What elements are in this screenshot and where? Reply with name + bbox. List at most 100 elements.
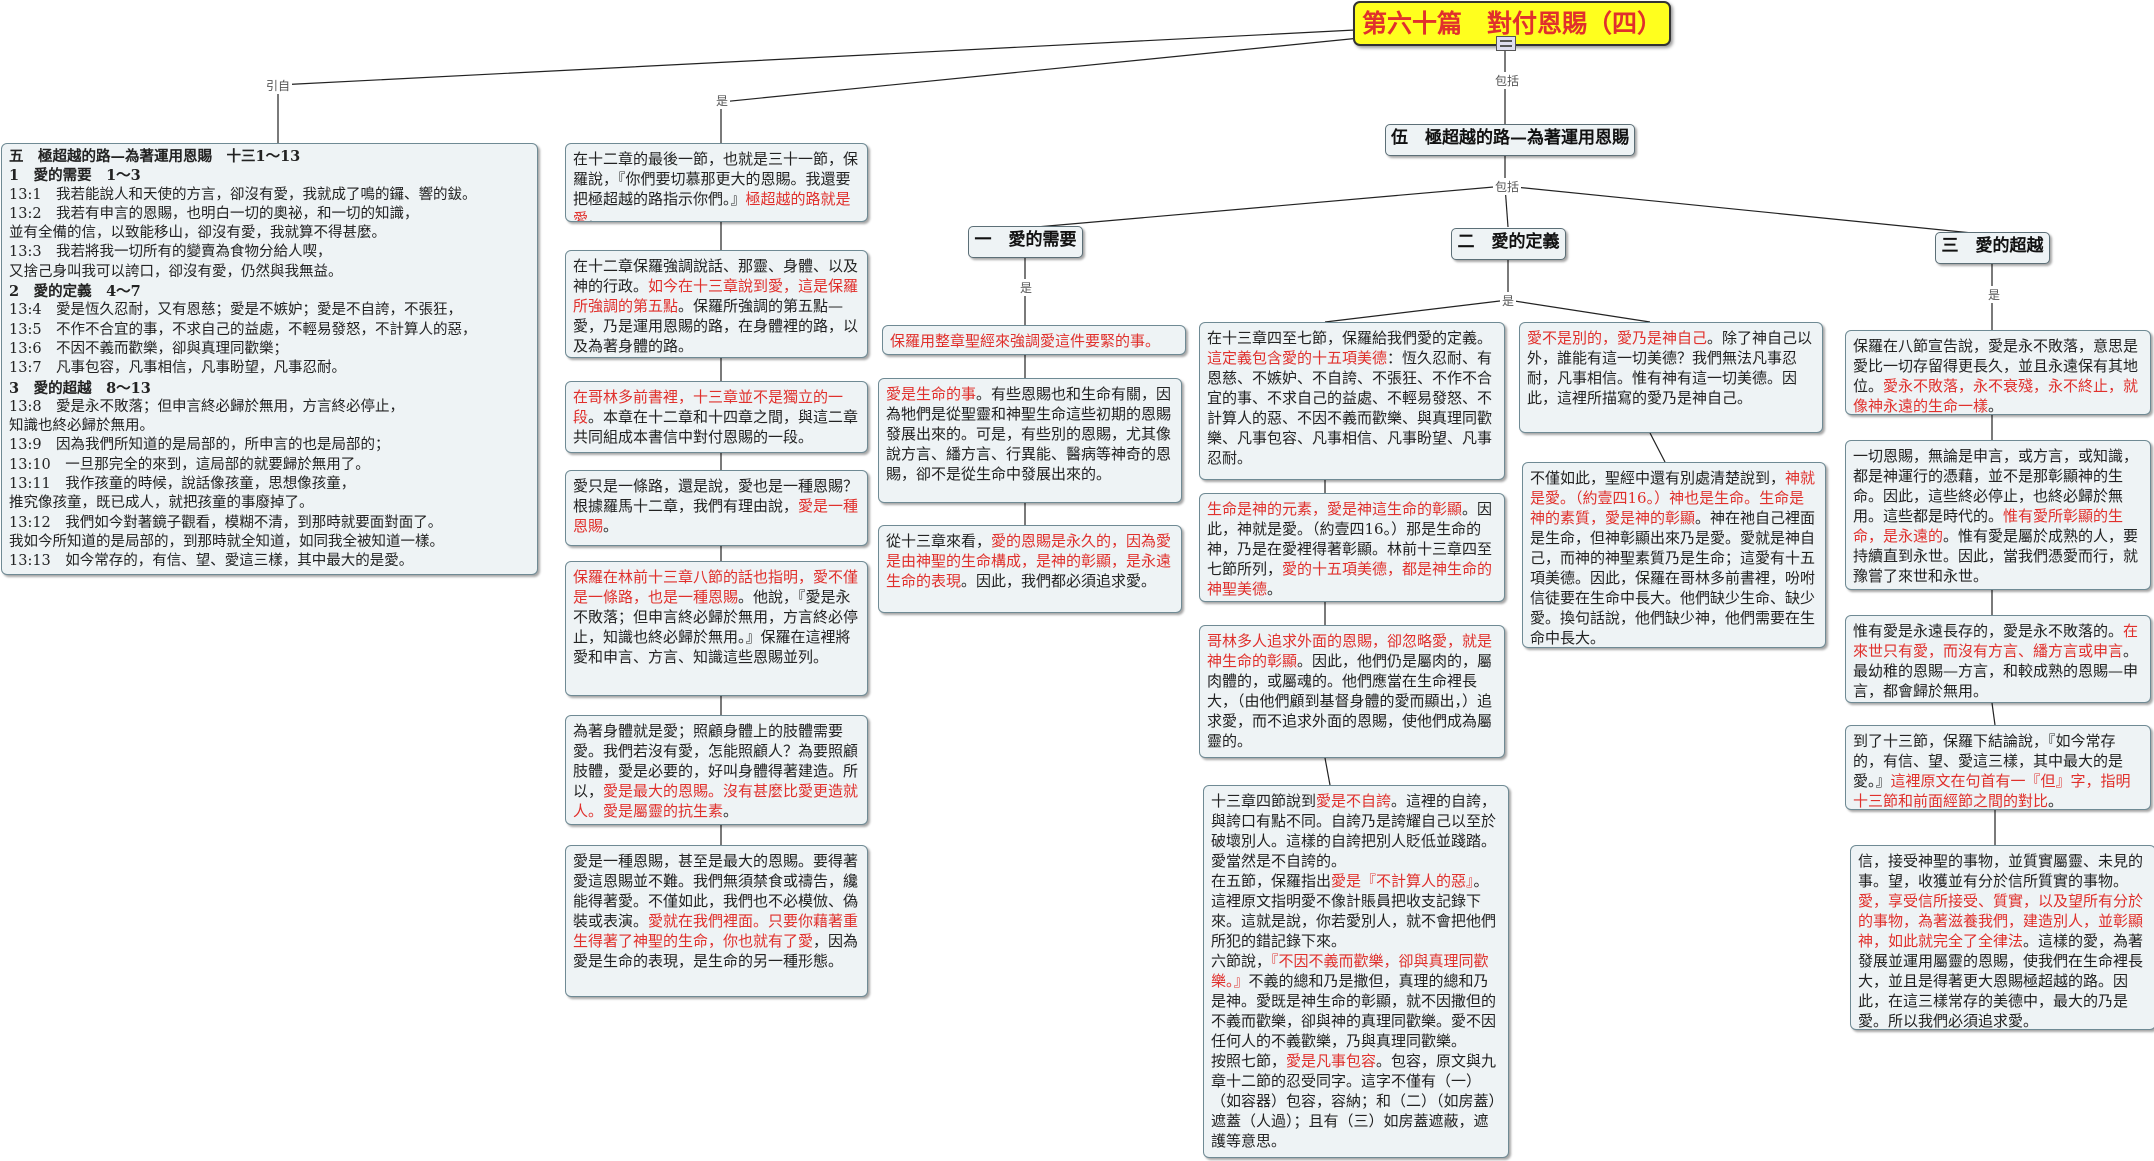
note-col6-2[interactable]: 一切恩賜，無論是申言，或方言，或知識，都是神運行的憑藉，並不是那彰顯神的生命。因… <box>1845 440 2151 590</box>
note-col2-3[interactable]: 在哥林多前書裡，十三章並不是獨立的一段。本章在十二章和十四章之間，與這二章共同組… <box>565 381 868 453</box>
scripture-line: 13:4 愛是恆久忍耐，又有恩慈；愛是不嫉妒；愛是不自誇，不張狂， <box>9 302 463 319</box>
scripture-line: 13:10 一旦那完全的來到，這局部的就要歸於無用了。 <box>9 456 370 473</box>
scripture-line: 13:7 凡事包容，凡事相信，凡事盼望，凡事忍耐。 <box>9 360 347 377</box>
label-shi-col2: 是 <box>714 92 731 109</box>
body-text: 按照七節， <box>1211 1052 1287 1070</box>
label-shi-sub2: 是 <box>1500 292 1517 309</box>
body-text: 。 <box>588 210 604 222</box>
highlight-text: 生命是神的元素，愛是神這生命的彰顯 <box>1207 500 1463 518</box>
scripture-heading: 2 愛的定義 4～7 <box>9 283 141 301</box>
highlight-text: 保羅用整章聖經來強調愛這件要緊的事。 <box>890 332 1161 350</box>
body-text: 保羅在八節宣告說，愛是永不敗落，意思是愛比一切存留得更長久，並且永遠保有其地位。 <box>1853 337 2139 395</box>
body-text: 。保羅所強調的第五點—愛，乃是運用恩賜的路，在身體裡的路，以及為著身體的路。 <box>573 297 859 355</box>
note-col4-4[interactable]: 十三章四節說到愛是不自誇。這裡的自誇，與誇口有點不同。自誇乃是誇耀自己以至於破壞… <box>1203 785 1509 1158</box>
body-text: 信，接受神聖的事物，並質實屬靈、未見的事。望，收獲並有分於信所質實的事物。 <box>1858 852 2144 890</box>
note-col4-1[interactable]: 在十三章四至七節，保羅給我們愛的定義。這定義包含愛的十五項美德：恆久忍耐、有恩慈… <box>1199 322 1505 480</box>
body-text: 。本章在十二章和十四章之間，與這二章共同組成本書信中對付恩賜的一段。 <box>573 408 859 446</box>
scripture-line: 13:11 我作孩童的時候，說話像孩童，思想像孩童， <box>9 476 356 493</box>
note-col5-2[interactable]: 不僅如此，聖經中還有別處清楚說到，神就是愛。（約壹四16。）神也是生命。生命是神… <box>1522 462 1826 648</box>
scripture-line: 13:2 我若有申言的恩賜，也明白一切的奧祕，和一切的知識， <box>9 205 419 222</box>
sub1-title[interactable]: 一 愛的需要 <box>968 226 1083 258</box>
scripture-line: 並有全備的信，以致能移山，卻沒有愛，我就算不得甚麼。 <box>9 225 386 242</box>
note-col6-3[interactable]: 惟有愛是永遠長存的，愛是永不敗落的。在來世只有愛，而沒有方言、繙方言或申言。最幼… <box>1845 615 2151 703</box>
body-text: 惟有愛是永遠長存的，愛是永不敗落的。 <box>1853 622 2124 640</box>
note-col2-5[interactable]: 保羅在林前十三章八節的話也指明，愛不僅是一條路，也是一種恩賜。他說，『愛是永不敗… <box>565 561 868 696</box>
note-col4-2[interactable]: 生命是神的元素，愛是神這生命的彰顯。因此，神就是愛。（約壹四16。）那是生命的神… <box>1199 493 1505 602</box>
scripture-heading: 五 極超越的路—為著運用恩賜 十三1～13 <box>9 148 301 165</box>
highlight-text: 惟有愛所彰顯的生命，是永遠的 <box>1853 507 2124 545</box>
note-col3-1[interactable]: 保羅用整章聖經來強調愛這件要緊的事。 <box>882 325 1186 355</box>
highlight-text: 如今在十三章說到愛，這是保羅所強調的第五點 <box>573 277 859 315</box>
note-col4-3[interactable]: 哥林多人追求外面的恩賜，卻忽略愛，就是神生命的彰顯。因此，他們仍是屬肉的，屬肉體… <box>1199 625 1505 758</box>
body-text: 。這裡原文指明愛不像計賬員把收支記錄下來。這就是說，你若愛別人，就不會把他們所犯… <box>1211 872 1497 950</box>
body-text: 。除了神自己以外，誰能有這一切美德？我們無法凡事忍耐，凡事相信。惟有神有這一切美… <box>1527 329 1813 407</box>
highlight-text: 愛就在我們裡面。只要你藉著重生得著了神聖的生命，你也就有了愛 <box>573 912 859 950</box>
scripture-line: 知識也終必歸於無用。 <box>9 418 154 435</box>
highlight-text: 愛的十五項美德，都是神生命的神聖美德 <box>1207 560 1493 598</box>
scripture-line: 推究像孩童，既已成人，就把孩童的事廢掉了。 <box>9 495 314 512</box>
body-text: 一切恩賜，無論是申言，或方言，或知識，都是神運行的憑藉，並不是那彰顯神的生命。因… <box>1853 447 2139 525</box>
note-col3-3[interactable]: 從十三章來看，愛的恩賜是永久的，因為愛是由神聖的生命構成，是神的彰顯，是永遠生命… <box>878 525 1182 613</box>
sub3-title[interactable]: 三 愛的超越 <box>1935 232 2050 264</box>
scripture-line: 我如今所知道的是局部的，到那時就全知道，如同我全被知道一樣。 <box>9 533 444 550</box>
highlight-text: 這定義包含愛的十五項美德 <box>1207 349 1388 367</box>
branch5-title[interactable]: 伍 極超越的路—為著運用恩賜 <box>1385 124 1635 156</box>
body-text: 。這裡的自誇，與誇口有點不同。自誇乃是誇耀自己以至於破壞別人。這樣的自誇把別人貶… <box>1211 792 1497 870</box>
body-text: 。因此，神就是愛。（約壹四16。）那是生命的神，乃是在愛裡得著彰顯。林前十三章四… <box>1207 500 1493 578</box>
label-shi-sub1: 是 <box>1018 279 1035 296</box>
body-text: 在十三章四至七節，保羅給我們愛的定義。 <box>1207 329 1493 347</box>
label-baokuo-branch5: 包括 <box>1493 178 1522 195</box>
highlight-text: 愛是凡事包容 <box>1286 1052 1377 1070</box>
scripture-line: 13:12 我們如今對著鏡子觀看，模糊不清，到那時就要面對面了。 <box>9 514 443 531</box>
body-text: 不義的總和乃是撒但，真理的總和乃是神。愛既是神生命的彰顯，就不因撒但的不義而歡樂… <box>1211 972 1497 1050</box>
note-col5-1[interactable]: 愛不是別的，愛乃是神自己。除了神自己以外，誰能有這一切美德？我們無法凡事忍耐，凡… <box>1519 322 1823 433</box>
scripture-line: 13:1 我若能說人和天使的方言，卻沒有愛，我就成了鳴的鑼、響的鈸。 <box>9 186 477 203</box>
note-col2-2[interactable]: 在十二章保羅強調說話、那靈、身體、以及神的行政。如今在十三章說到愛，這是保羅所強… <box>565 250 868 358</box>
scripture-heading: 1 愛的需要 1～3 <box>9 167 141 185</box>
highlight-text: 愛永不敗落，永不衰殘，永不終止，就像神永遠的生命一樣 <box>1853 377 2139 415</box>
highlight-text: 愛的恩賜是永久的，因為愛是由神聖的生命構成，是神的彰顯，是永遠生命的表現 <box>886 532 1172 590</box>
sub2-title[interactable]: 二 愛的定義 <box>1451 228 1566 260</box>
note-col2-7[interactable]: 愛是一種恩賜，甚至是最大的恩賜。要得著愛這恩賜並不難。我們無須禁食或禱告，纔能得… <box>565 845 868 997</box>
body-text: 六節說， <box>1211 952 1272 970</box>
scripture-line: 13:5 不作不合宜的事，不求自己的益處，不輕易發怒，不計算人的惡， <box>9 321 477 338</box>
note-col6-4[interactable]: 到了十三節，保羅下結論說，『如今常存的，有信、望、愛這三樣，其中最大的是愛。』這… <box>1845 725 2151 810</box>
highlight-text: 神就是愛。（約壹四16。）神也是生命。生命是神的素質，愛是神的彰顯 <box>1530 469 1816 527</box>
note-col2-6[interactable]: 為著身體就是愛；照顧身體上的肢體需要愛。我們若沒有愛，怎能照顧人？為要照顧肢體，… <box>565 715 868 825</box>
root-title[interactable]: 第六十篇 對付恩賜（四） <box>1353 1 1671 46</box>
highlight-text: 這裡原文在句首有一『但』字，指明十三節和前面經節之間的對比 <box>1853 772 2131 810</box>
scripture-line: 13:8 愛是永不敗落；但申言終必歸於無用，方言終必停止， <box>9 398 405 415</box>
label-baokuo-root: 包括 <box>1493 72 1522 89</box>
scripture-line: 又捨己身叫我可以誇口，卻沒有愛，仍然與我無益。 <box>9 263 343 280</box>
body-text: 從十三章來看， <box>886 532 992 550</box>
connector-root-col2 <box>720 37 1361 143</box>
scripture-line: 13:3 我若將我一切所有的變賣為食物分給人喫， <box>9 244 332 261</box>
highlight-text: 愛是不自誇 <box>1316 792 1392 810</box>
label-shi-sub3: 是 <box>1986 286 2003 303</box>
body-text: 。 <box>723 802 739 820</box>
note-col3-2[interactable]: 愛是生命的事。有些恩賜也和生命有關，因為牠們是從聖靈和神聖生命這些初期的恩賜發展… <box>878 378 1182 503</box>
body-text: 。神在祂自己裡面是生命，但神彰顯出來乃是愛。愛就是神自己，而神的神聖素質乃是生命… <box>1530 509 1816 647</box>
body-text: 。他說，『愛是永不敗落；但申言終必歸於無用，方言終必停止，知識也終必歸於無用。』… <box>573 588 859 666</box>
body-text: 不僅如此，聖經中還有別處清楚說到， <box>1530 469 1786 487</box>
body-text: 。 <box>2048 792 2064 810</box>
notes-icon[interactable] <box>1496 36 1516 51</box>
highlight-text: 愛是『不計算人的惡』 <box>1331 872 1474 890</box>
highlight-text: 愛是最大的恩賜。沒有甚麼比愛更造就人。愛是屬靈的抗生素 <box>573 782 859 820</box>
highlight-text: 愛不是別的，愛乃是神自己 <box>1527 329 1708 347</box>
highlight-text: 保羅在林前十三章八節的話也指明，愛不僅是一條路，也是一種恩賜 <box>573 568 859 606</box>
body-text: 。這樣的愛，為著發展並運用屬靈的恩賜，使我們在生命裡長大，並且是得著更大恩賜極超… <box>1858 932 2144 1030</box>
highlight-text: 極超越的路就是愛 <box>573 190 851 222</box>
body-text: 為著身體就是愛；照顧身體上的肢體需要愛。我們若沒有愛，怎能照顧人？為要照顧肢體，… <box>573 722 859 800</box>
highlight-text: 『不因不義而歡樂，卻與真理同歡樂。』 <box>1211 952 1489 990</box>
note-col6-5[interactable]: 信，接受神聖的事物，並質實屬靈、未見的事。望，收獲並有分於信所質實的事物。愛，享… <box>1850 845 2154 1030</box>
body-text: 。最幼稚的恩賜—方言，和較成熟的恩賜—申言，都會歸於無用。 <box>1853 642 2139 700</box>
note-col2-1[interactable]: 在十二章的最後一節，也就是三十一節，保羅說，『你們要切慕那更大的恩賜。我還要把極… <box>565 143 868 222</box>
note-col6-1[interactable]: 保羅在八節宣告說，愛是永不敗落，意思是愛比一切存留得更長久，並且永遠保有其地位。… <box>1845 330 2151 415</box>
body-text: 。有些恩賜也和生命有關，因為牠們是從聖靈和神聖生命這些初期的恩賜發展出來的。可是… <box>886 385 1172 483</box>
body-text: 到了十三節，保羅下結論說，『如今常存的，有信、望、愛這三樣，其中最大的是愛。』 <box>1853 732 2124 790</box>
label-yinzi: 引自 <box>264 77 293 94</box>
body-text: 。 <box>1988 397 2004 415</box>
note-col2-4[interactable]: 愛只是一條路，還是說，愛也是一種恩賜？根據羅馬十二章，我們有理由說，愛是一種恩賜… <box>565 470 868 546</box>
